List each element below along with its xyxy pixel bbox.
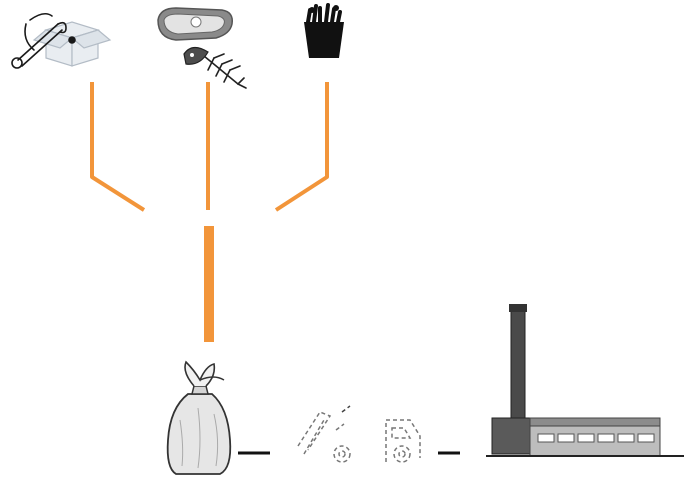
collection-truck-trailer-icon bbox=[298, 406, 350, 462]
safety-pin-and-cardboard-box-icon bbox=[12, 14, 110, 68]
trash-bag-icon bbox=[168, 362, 231, 474]
food-waste-bin-icon bbox=[304, 5, 344, 58]
connector-right bbox=[276, 82, 327, 210]
collection-truck-cab-icon bbox=[386, 420, 420, 462]
source-connectors bbox=[92, 82, 327, 210]
connector-left bbox=[92, 82, 144, 210]
incineration-plant-icon bbox=[486, 304, 684, 456]
meat-and-fish-bone-icon bbox=[158, 8, 246, 88]
